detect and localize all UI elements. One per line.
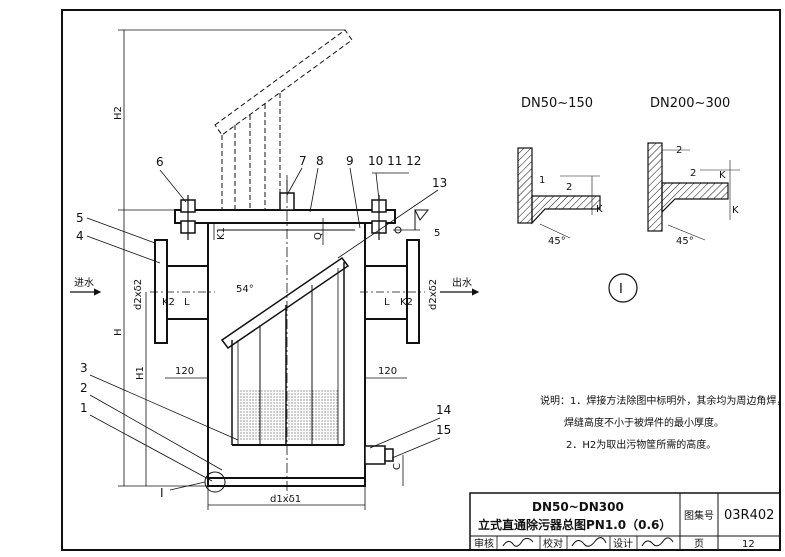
dim-d1: d1xδ1 (270, 494, 301, 505)
dim-h2: H2 (113, 106, 124, 120)
page-number: 12 (742, 539, 755, 550)
dim-inlet-l: L (184, 297, 190, 308)
detail-right-dim-2-mid: 2 (690, 168, 696, 179)
inlet-label: 进水 (74, 277, 94, 289)
detail-left-dim-2: 2 (566, 182, 572, 193)
design-label: 设计 (613, 537, 633, 550)
dimension-lines (118, 29, 407, 510)
part-numbers: 5 4 6 7 8 9 10 11 12 13 3 2 1 14 15 (76, 154, 451, 437)
title-drawing-name: 立式直通除污器总图PN1.0（0.6） (478, 517, 671, 532)
dim-q: Q (313, 232, 324, 240)
part-label-1: 1 (80, 401, 88, 415)
drain-plug (364, 445, 394, 465)
detail-left-dim-1: 1 (539, 175, 545, 186)
detail-left (517, 147, 601, 239)
outlet-nozzle (360, 239, 425, 344)
atlas-number-label: 图集号 (684, 509, 714, 522)
detail-left-angle: 45° (548, 236, 566, 247)
part-label-14: 14 (436, 403, 451, 417)
detail-right-angle: 45° (676, 236, 694, 247)
notes: 说明：1．焊接方法除图中标明外，其余均为周边角焊， 焊缝高度不小于被焊件的最小厚… (540, 394, 785, 451)
strainer-basket (220, 256, 350, 446)
detail-mark-label: I (619, 282, 623, 297)
dim-k1: K1 (216, 227, 227, 240)
part-label-2: 2 (80, 381, 88, 395)
part-label-6: 6 (156, 155, 164, 169)
note-line-1: 说明：1．焊接方法除图中标明外，其余均为周边角焊， (540, 394, 785, 407)
part-label-10-12: 10 11 12 (368, 154, 421, 168)
part-label-7: 7 (299, 154, 307, 168)
part-label-8: 8 (316, 154, 324, 168)
part-label-15: 15 (436, 423, 451, 437)
detail-left-dim-k: K (596, 204, 603, 215)
title-block (469, 492, 781, 551)
detail-callout-label: I (160, 486, 164, 500)
dim-outlet-dn: d2xδ2 (428, 279, 439, 310)
detail-mark-circle (608, 273, 638, 303)
cover-flange (174, 209, 396, 224)
dimension-texts: H2 H H1 K1 Q 54° d2xδ2 d2xδ2 K2 L L K2 1… (113, 106, 440, 505)
detail-views: DN50~150 DN200~300 1 2 K 45° 2 2 K K 45° (517, 96, 740, 303)
dim-c: C (392, 463, 403, 470)
check-label: 校对 (543, 537, 563, 550)
review-label: 审核 (474, 537, 494, 550)
detail-right-dim-k2: K (732, 205, 739, 216)
page-label: 页 (694, 538, 704, 550)
dim-h1: H1 (135, 366, 146, 380)
sheet-border (61, 9, 781, 551)
dim-angle-54: 54° (236, 284, 254, 295)
detail-right-dim-k1: K (719, 170, 726, 181)
basket-removal-ghost (214, 29, 353, 210)
weld-symbol (394, 209, 430, 234)
leader-lines (86, 167, 441, 491)
detail-title-dn200-300: DN200~300 (650, 96, 730, 111)
cover-bolt-right (371, 195, 387, 240)
inlet-nozzle (150, 239, 215, 344)
dim-inlet-dn: d2xδ2 (133, 279, 144, 310)
note-line-2: 焊缝高度不小于被焊件的最小厚度。 (564, 416, 724, 429)
dim-inlet-k2: K2 (162, 297, 175, 308)
part-label-3: 3 (80, 361, 88, 375)
dim-120-right: 120 (378, 366, 397, 377)
part-label-5: 5 (76, 211, 84, 225)
part-label-13: 13 (432, 176, 447, 190)
title-model-range: DN50~DN300 (532, 500, 624, 514)
weld-symbol-5: 5 (434, 228, 440, 239)
cover-bolt-left (180, 195, 196, 240)
atlas-number: 03R402 (724, 508, 774, 523)
detail-right-dim-2-top: 2 (676, 145, 682, 156)
signature-marks (502, 537, 674, 547)
dim-outlet-l: L (384, 297, 390, 308)
dim-h: H (113, 328, 124, 336)
detail-title-dn50-150: DN50~150 (521, 96, 593, 111)
part-label-9: 9 (346, 154, 354, 168)
dim-outlet-k2: K2 (400, 297, 413, 308)
dim-120-left: 120 (175, 366, 194, 377)
detail-right (647, 142, 740, 241)
part-label-4: 4 (76, 229, 84, 243)
strainer-assembly (150, 29, 425, 495)
outlet-label: 出水 (452, 276, 472, 289)
note-line-3: 2．H2为取出污物筐所需的高度。 (566, 438, 716, 451)
